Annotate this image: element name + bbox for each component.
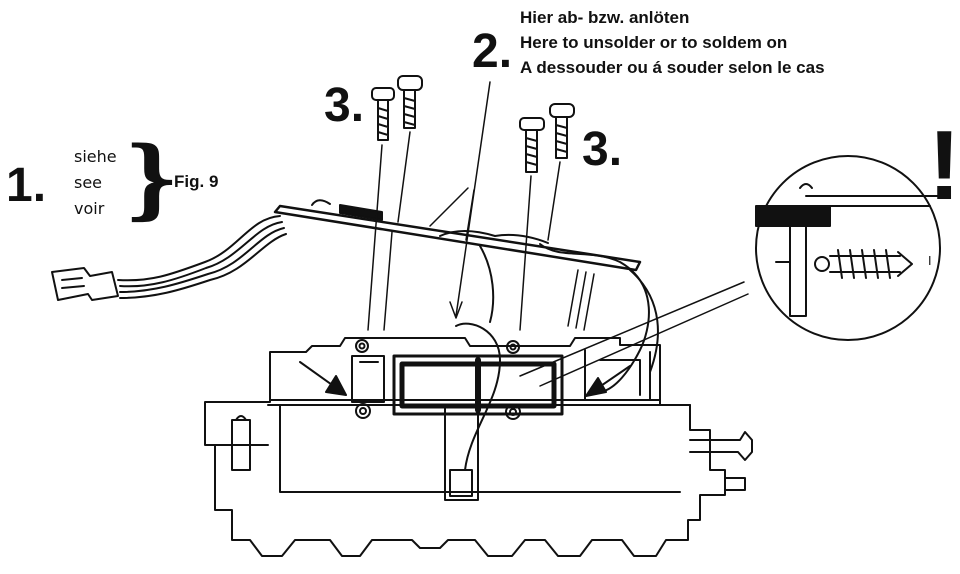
guide-line-1 (367, 144, 383, 331)
wire-right-loop (539, 243, 650, 393)
detail-circle (755, 155, 941, 341)
hole-front-top (355, 339, 369, 353)
hole-rear-bottom (505, 404, 521, 420)
hole-front-bottom-in (359, 407, 367, 415)
board-component (311, 199, 331, 206)
wire-center (455, 322, 501, 471)
rear-step (724, 477, 746, 491)
hole-rear-bottom-in (509, 408, 517, 416)
wire-harness-2 (119, 221, 283, 288)
step1-number: 1. (6, 159, 47, 212)
detail-clip (814, 256, 830, 272)
hole-front-bottom (355, 403, 371, 419)
guide-line-2 (383, 131, 411, 331)
center-block (449, 469, 473, 497)
left-tower (351, 355, 385, 403)
pointer-step2-arrowhead (449, 301, 463, 319)
board-chip (339, 204, 383, 221)
detail-board (755, 205, 831, 227)
detail-leader-1 (519, 281, 745, 377)
step2-number: 2. (472, 25, 513, 78)
plug-pins (61, 277, 85, 289)
step1-word-fr: voir (74, 199, 105, 218)
guide-line-4 (547, 161, 561, 241)
detail-spring (829, 249, 913, 279)
arrow-right-head (585, 377, 607, 397)
plug (51, 267, 119, 301)
step2-line-en: Here to unsolder or to soldem on (520, 33, 788, 52)
right-block (584, 349, 651, 401)
hole-rear-top (506, 340, 520, 354)
step1-word-de: siehe (74, 147, 117, 166)
chassis-outline (204, 337, 726, 557)
wire-left-loop (479, 245, 495, 323)
wire-right-loop2 (629, 269, 659, 373)
wire-harness-4 (119, 233, 287, 299)
step2-line-de: Hier ab- bzw. anlöten (520, 8, 690, 27)
hole-front-top-in (358, 342, 366, 350)
arrow-left-head (325, 375, 347, 396)
center-slot (444, 404, 479, 501)
step3-right-number: 3. (582, 123, 623, 176)
pointer-step2-solder (455, 81, 491, 317)
warning-exclamation: ! (928, 110, 960, 220)
step2-line-fr: A dessouder ou á souder selon le cas (520, 58, 825, 77)
detail-bump (775, 183, 813, 263)
guide-line-3 (519, 175, 532, 331)
screw-right-2 (549, 103, 575, 159)
step3-left-number: 3. (324, 79, 365, 132)
front-buffer-cyl (235, 415, 247, 421)
detail-frame (789, 195, 941, 317)
screw-right-1 (519, 117, 545, 173)
detail-leader-2 (539, 293, 749, 387)
front-buffer (204, 407, 269, 471)
pins (567, 269, 595, 331)
hole-rear-top-in (509, 343, 517, 351)
detail-label: I (928, 254, 932, 268)
motor-frame (392, 354, 564, 416)
circuit-board (273, 204, 642, 272)
step1-figure-ref: Fig. 9 (174, 172, 219, 191)
screw-left-1 (371, 87, 395, 141)
step1-word-en: see (74, 173, 103, 192)
rear-coupler (689, 431, 753, 461)
board-bump (439, 230, 549, 244)
wire-harness-1 (117, 215, 281, 282)
step1-brace: } (124, 128, 180, 229)
screw-left-2 (397, 75, 423, 129)
wire-harness-3 (119, 227, 285, 293)
